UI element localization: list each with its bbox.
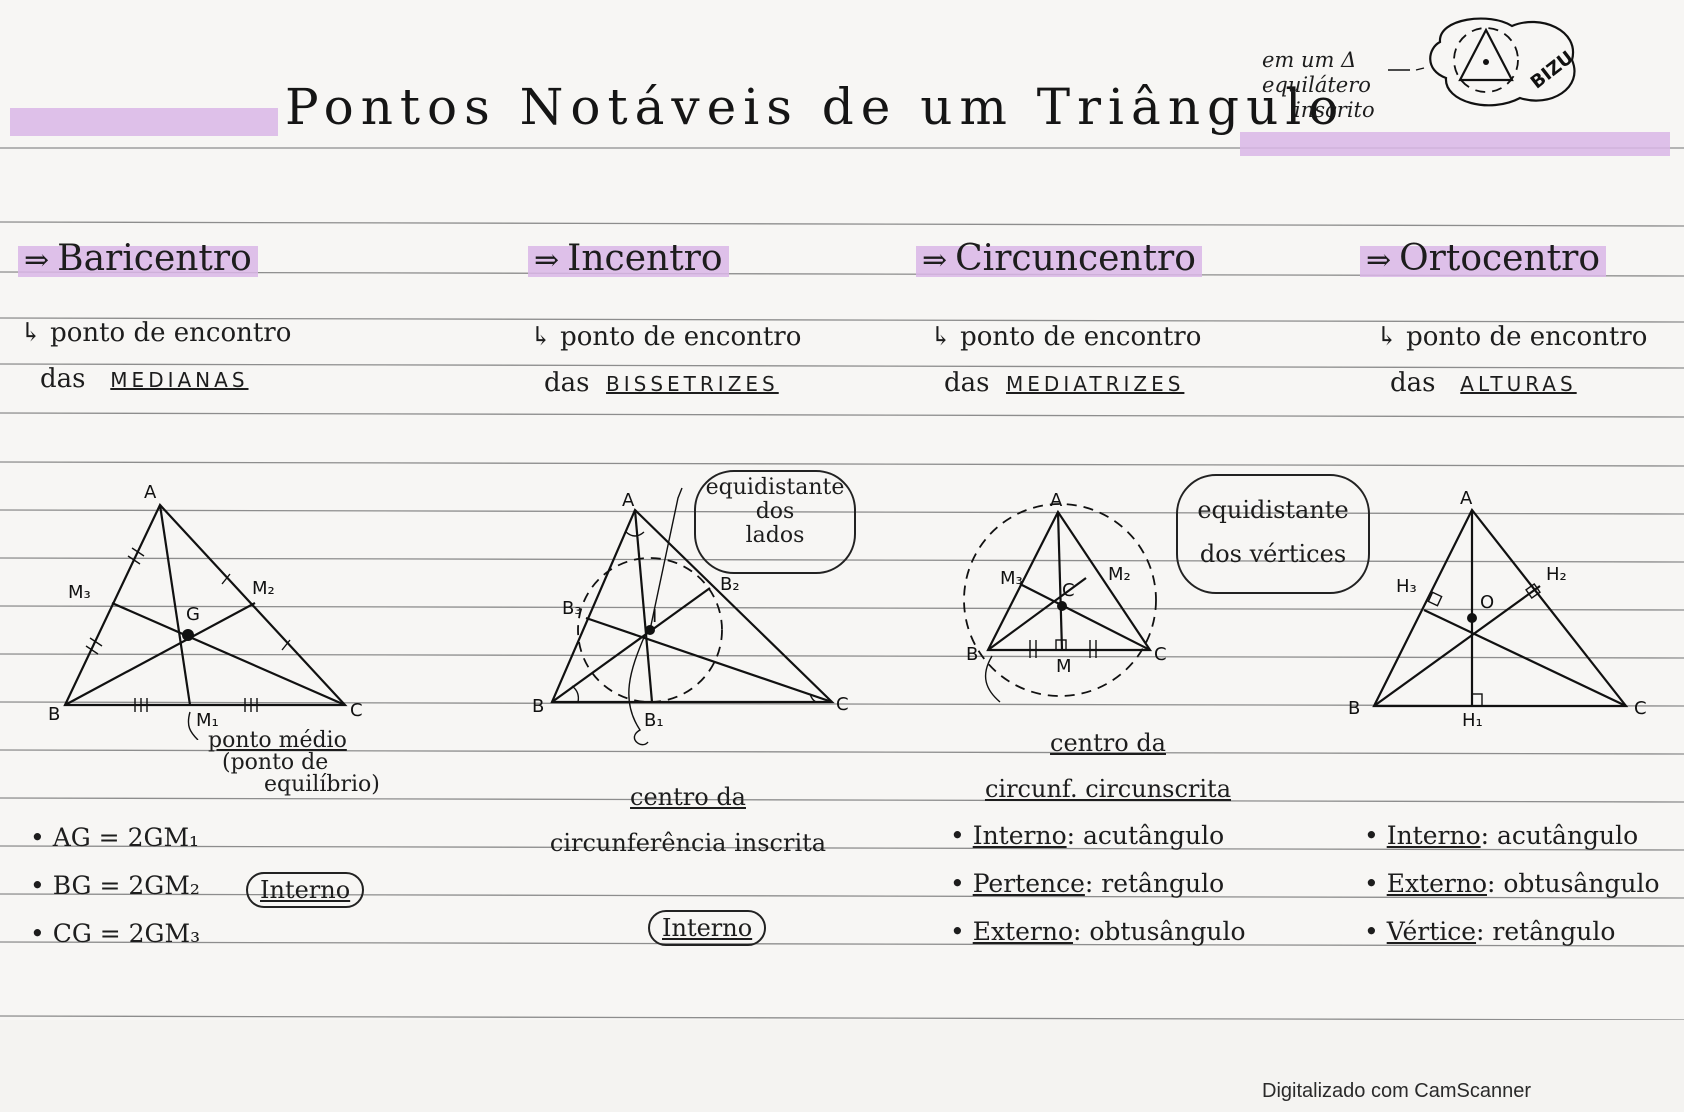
caption-incentro: centro da circunferência inscrita bbox=[549, 783, 827, 857]
label-I: I bbox=[652, 606, 657, 627]
heading-baricentro: ⇒Baricentro bbox=[18, 238, 258, 279]
scanner-watermark: Digitalizado com CamScanner bbox=[1262, 1080, 1532, 1102]
key-medianas: MEDIANAS bbox=[110, 368, 249, 392]
section-baricentro: ⇒Baricentro bbox=[18, 238, 418, 279]
caption-circuncentro: centro da circunf. circunscrita bbox=[984, 729, 1232, 803]
arrow-icon: ⇒ bbox=[24, 243, 50, 278]
diagram-ortocentro: A B C O H₁ H₂ H₃ bbox=[1348, 488, 1647, 730]
label-O: O bbox=[1480, 592, 1494, 613]
label-A: A bbox=[144, 482, 157, 503]
label-C: C bbox=[1634, 698, 1647, 719]
arrow-icon: ⇒ bbox=[534, 243, 560, 278]
list-item: • CG = 2GM₃ bbox=[30, 919, 201, 948]
arrow-icon: ⇒ bbox=[1366, 243, 1392, 278]
note-line-2: equilátero bbox=[1262, 73, 1371, 97]
label-center: C bbox=[1062, 580, 1075, 601]
label-C: C bbox=[1154, 644, 1167, 665]
label-H2: H₂ bbox=[1546, 564, 1567, 585]
diagram-incentro: A B C I B₁ B₂ B₃ bbox=[532, 487, 849, 746]
list-circuncentro: • Interno: acutângulo • Pertence: retâng… bbox=[950, 812, 1246, 956]
list-item: • Externo: obtusângulo bbox=[1364, 869, 1660, 898]
list-item: • Externo: obtusângulo bbox=[950, 917, 1246, 946]
title-highlight-left bbox=[10, 108, 278, 136]
list-item: • Vértice: retângulo bbox=[1364, 917, 1616, 946]
label-A: A bbox=[622, 490, 635, 511]
key-bissetrizes: BISSETRIZES bbox=[606, 372, 779, 396]
label-C: C bbox=[350, 700, 363, 721]
hook-arrow-icon: ↳ bbox=[1376, 322, 1398, 352]
label-G: G bbox=[186, 604, 200, 625]
label-B: B bbox=[1348, 698, 1360, 719]
ruled-lines bbox=[0, 147, 1684, 1020]
section-circuncentro: ⇒Circuncentro bbox=[916, 238, 1316, 279]
label-H3: H₃ bbox=[1396, 576, 1417, 597]
label-B3: B₃ bbox=[562, 598, 582, 619]
desc-circuncentro: ↳ ponto de encontro das MEDIATRIZES bbox=[930, 322, 1202, 398]
label-M3: M₃ bbox=[68, 582, 91, 603]
list-baricentro: • AG = 2GM₁ • BG = 2GM₂ • CG = 2GM₃ bbox=[30, 814, 200, 958]
hook-arrow-icon: ↳ bbox=[530, 322, 552, 352]
callout-ponto-medio: ponto médio (ponto de equilíbrio) bbox=[208, 728, 380, 797]
label-B1: B₁ bbox=[644, 710, 664, 731]
desc-ortocentro: ↳ ponto de encontro das ALTURAS bbox=[1376, 322, 1648, 398]
notebook-page bbox=[0, 0, 1684, 1020]
list-item: • BG = 2GM₂ bbox=[30, 871, 200, 900]
diagram-circuncentro: A B C C M M₃ M₂ bbox=[963, 490, 1167, 703]
list-item: • Interno: acutângulo bbox=[950, 821, 1225, 850]
badge-interno-incentro: Interno bbox=[648, 910, 767, 946]
section-incentro: ⇒Incentro bbox=[528, 238, 928, 279]
heading-circuncentro: ⇒Circuncentro bbox=[916, 238, 1202, 279]
title-highlight-right bbox=[1240, 132, 1670, 156]
heading-ortocentro: ⇒Ortocentro bbox=[1360, 238, 1607, 279]
note-line-3: inscrito bbox=[1294, 98, 1375, 122]
list-item: • AG = 2GM₁ bbox=[30, 823, 200, 852]
label-M: M bbox=[1056, 656, 1072, 677]
section-ortocentro: ⇒Ortocentro bbox=[1360, 238, 1684, 279]
label-A: A bbox=[1460, 488, 1473, 509]
badge-interno-baricentro: Interno bbox=[246, 872, 365, 908]
cloud-equidistante-vertices: equidistante dos vértices bbox=[1176, 474, 1370, 594]
desc-baricentro: ↳ ponto de encontro das MEDIANAS bbox=[20, 318, 292, 394]
label-M2: M₂ bbox=[1108, 564, 1131, 585]
key-alturas: ALTURAS bbox=[1460, 372, 1577, 396]
cloud-equidistante-lados: equidistante dos lados bbox=[694, 470, 856, 574]
desc-incentro: ↳ ponto de encontro das BISSETRIZES bbox=[530, 322, 802, 398]
diagram-baricentro: A B C G M₃ M₂ M₁ bbox=[48, 482, 363, 740]
key-mediatrizes: MEDIATRIZES bbox=[1006, 372, 1185, 396]
label-A: A bbox=[1050, 490, 1063, 511]
heading-incentro: ⇒Incentro bbox=[528, 238, 729, 279]
label-B: B bbox=[966, 644, 978, 665]
label-H1: H₁ bbox=[1462, 710, 1483, 730]
equilateral-inscribed-icon: BIZU bbox=[1388, 17, 1578, 107]
hook-arrow-icon: ↳ bbox=[930, 322, 952, 352]
list-item: • Interno: acutângulo bbox=[1364, 821, 1639, 850]
label-B2: B₂ bbox=[720, 574, 740, 595]
list-ortocentro: • Interno: acutângulo • Externo: obtusân… bbox=[1364, 812, 1660, 956]
page-title: Pontos Notáveis de um Triângulo bbox=[285, 78, 1346, 136]
equilateral-note: em um Δ equilátero inscrito bbox=[1262, 48, 1375, 123]
label-C: C bbox=[836, 694, 849, 715]
label-M3: M₃ bbox=[1000, 568, 1023, 589]
arrow-icon: ⇒ bbox=[922, 243, 948, 278]
label-B: B bbox=[48, 704, 60, 725]
label-M2: M₂ bbox=[252, 578, 275, 599]
hook-arrow-icon: ↳ bbox=[20, 318, 42, 348]
list-item: • Pertence: retângulo bbox=[950, 869, 1225, 898]
label-B: B bbox=[532, 696, 544, 717]
label-M1: M₁ bbox=[196, 710, 219, 731]
note-line-1: em um Δ bbox=[1262, 48, 1357, 72]
